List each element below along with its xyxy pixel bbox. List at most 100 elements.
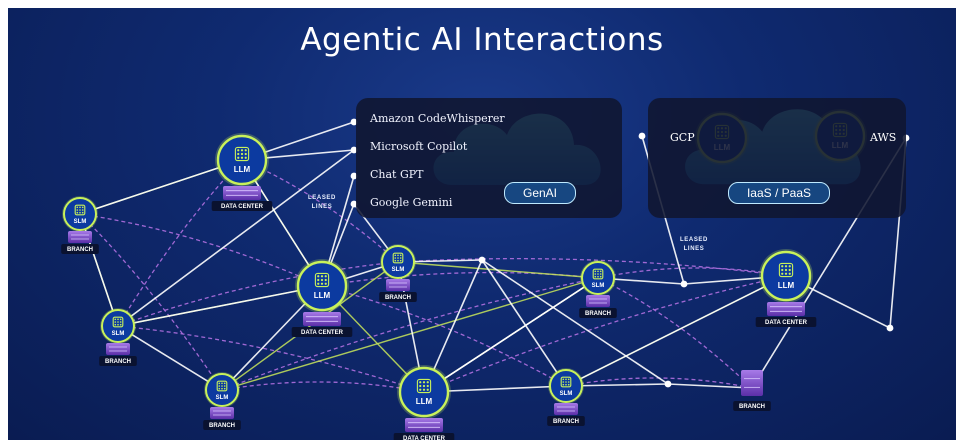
server-icon [68, 231, 92, 243]
link-line [117, 285, 323, 327]
service-label-gemini: Google Gemini [370, 196, 453, 209]
chip-dot [218, 382, 221, 385]
chip-icon [216, 380, 228, 392]
chip-dot [419, 388, 422, 391]
chip-dot [599, 275, 602, 278]
link-line [481, 259, 669, 385]
chip-dot [240, 156, 244, 159]
chip-dot [781, 268, 784, 272]
chip-dot [244, 149, 247, 152]
chip-dot [788, 265, 791, 268]
leased-lines-label: LEASED LINES [680, 237, 708, 252]
chip-dot [419, 384, 422, 388]
llm-node-circle [296, 260, 348, 312]
slm-label: SLM [560, 391, 573, 397]
chip-dot [597, 270, 599, 273]
chip-dot [81, 209, 84, 211]
dashed-link [221, 381, 425, 393]
chip-dot [324, 275, 327, 278]
node-label-bg [203, 420, 241, 430]
leased-lines-label: LEASED LINES [308, 195, 336, 210]
node-dcMid: LLM DATA CENTER [291, 259, 353, 337]
chip-icon [314, 272, 330, 288]
link-line [117, 149, 355, 327]
page-title: Agentic AI Interactions [300, 22, 664, 58]
llm-label: LLM [314, 291, 331, 300]
chip-dot [244, 156, 247, 159]
dashed-link [423, 275, 787, 393]
chip-dot [422, 384, 426, 388]
slm-label: SLM [592, 283, 605, 289]
chip-dot [599, 273, 602, 275]
chip-dot [221, 385, 223, 387]
chip-dot [399, 259, 402, 262]
server-icon [554, 403, 578, 415]
iaas-paas-cloud-label: IaaS / PaaS [728, 182, 830, 204]
slm-node-circle [63, 197, 97, 231]
service-label-codewhisperer: Amazon CodeWhisperer [370, 112, 505, 125]
chip-dot [223, 385, 226, 387]
junction-dot [350, 172, 358, 180]
chip-dot [320, 282, 324, 285]
link-line [565, 383, 669, 387]
chip-dot [324, 278, 327, 282]
node-label: BRANCH [67, 247, 93, 253]
chip-dot [784, 272, 788, 275]
chip-dot [114, 321, 117, 323]
llm-label: LLM [234, 165, 251, 174]
chip-dot [237, 152, 240, 156]
chip-dot [781, 265, 784, 268]
chip-dot [599, 270, 602, 273]
chip-dot [237, 156, 240, 159]
node-label-bg [211, 201, 273, 211]
chip-icon [112, 316, 124, 328]
node-label: DATA CENTER [301, 330, 344, 336]
llm-label: LLM [416, 397, 433, 406]
chip-dot [114, 323, 117, 326]
llm-node-circle [398, 366, 450, 418]
chip-dot [221, 382, 223, 385]
link-line [565, 275, 787, 387]
chip-dot [788, 272, 791, 275]
node-label-bg [733, 401, 771, 411]
slm-label: SLM [216, 395, 229, 401]
chip-dot [240, 149, 244, 152]
genai-panel: Amazon CodeWhisperer Microsoft Copilot C… [356, 98, 622, 218]
dashed-link [241, 159, 399, 263]
chip-dot [422, 388, 426, 391]
service-label-chatgpt: Chat GPT [370, 168, 424, 181]
chip-dot [426, 388, 429, 391]
chip-dot [784, 265, 788, 268]
chip-icon [416, 378, 432, 394]
chip-dot [317, 282, 320, 285]
link-line [79, 159, 243, 215]
chip-dot [426, 384, 429, 388]
node-label-bg [755, 317, 817, 327]
chip-dot [223, 387, 226, 390]
chip-dot [79, 211, 81, 214]
llm-node-circle [760, 250, 812, 302]
gcp-label: GCP [670, 131, 695, 144]
node-label: BRANCH [553, 419, 579, 425]
server-icon [386, 279, 410, 291]
dashed-link [117, 325, 425, 393]
dashed-link [397, 257, 787, 277]
node-brR: BRANCH [733, 370, 771, 411]
chip-dot [218, 387, 221, 390]
node-label-bg [547, 416, 585, 426]
chip-dot [784, 268, 788, 272]
chip-dot [394, 257, 397, 259]
junction-dot [350, 200, 358, 208]
junction-dot [350, 146, 358, 154]
dashed-link [79, 213, 223, 391]
junction-dot [638, 132, 646, 140]
chip-dot [562, 383, 565, 386]
chip-dot [76, 206, 79, 209]
